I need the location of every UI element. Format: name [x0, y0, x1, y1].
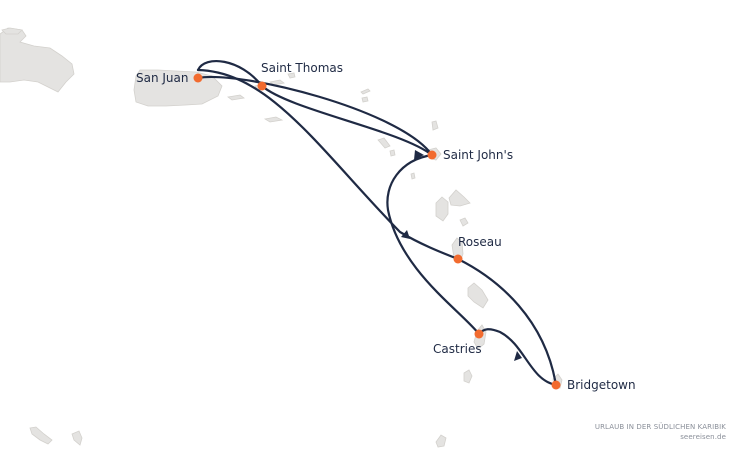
route-leg-saint-johns-to-saint-thomas	[260, 84, 434, 157]
route-leg-san-juan-to-saint-johns	[196, 75, 434, 157]
cruise-route	[196, 59, 558, 387]
island-st-croix	[263, 116, 284, 123]
map-caption: URLAUB IN DER SÜDLICHEN KARIBIK	[594, 423, 726, 431]
island-virgin-gorda	[287, 72, 296, 79]
route-leg-roseau-to-bridgetown	[456, 257, 558, 387]
route-leg-castries-to-saint-johns	[386, 153, 481, 336]
port-markers	[193, 73, 561, 390]
island-guadeloupe-east	[448, 189, 471, 207]
island-barbuda	[431, 120, 439, 131]
port-marker-bridgetown[interactable]	[551, 380, 561, 390]
island-curacao	[29, 426, 53, 445]
port-label-saint-thomas: Saint Thomas	[261, 61, 343, 75]
port-marker-saint-thomas[interactable]	[257, 81, 267, 91]
port-marker-san-juan[interactable]	[193, 73, 203, 83]
island-vieques	[227, 94, 245, 101]
island-grenada	[435, 434, 447, 448]
route-leg-bridgetown-to-castries	[477, 328, 558, 387]
route-leg-saint-thomas-to-san-juan	[196, 59, 264, 88]
island-bonaire	[71, 430, 83, 446]
island-st-martin	[361, 96, 369, 103]
port-label-roseau: Roseau	[458, 235, 502, 249]
route-arrows	[401, 150, 522, 361]
island-montserrat	[410, 172, 416, 180]
island-marie-galante	[459, 217, 469, 227]
port-label-bridgetown: Bridgetown	[567, 378, 636, 392]
route-leg-san-juan-to-roseau	[196, 68, 460, 261]
island-hispaniola	[0, 27, 75, 93]
port-marker-saint-johns[interactable]	[427, 150, 437, 160]
port-marker-roseau[interactable]	[453, 254, 463, 264]
port-labels: San Juan Saint Thomas Saint John's Rosea…	[136, 61, 636, 392]
port-marker-castries[interactable]	[474, 329, 484, 339]
island-st-vincent	[463, 369, 473, 384]
island-hispaniola-north	[1, 27, 23, 35]
island-martinique	[467, 282, 489, 309]
island-nevis	[389, 149, 396, 157]
port-label-san-juan: San Juan	[136, 71, 189, 85]
map-source: seereisen.de	[680, 433, 726, 441]
island-anguilla	[360, 88, 371, 95]
island-guadeloupe-west	[435, 196, 449, 222]
island-st-kitts	[377, 137, 391, 149]
port-label-saint-johns: Saint John's	[443, 148, 513, 162]
arrow-right-icon	[414, 150, 424, 160]
arrow-down-icon	[401, 230, 410, 239]
port-label-castries: Castries	[433, 342, 482, 356]
arrow-up-icon	[514, 351, 522, 361]
